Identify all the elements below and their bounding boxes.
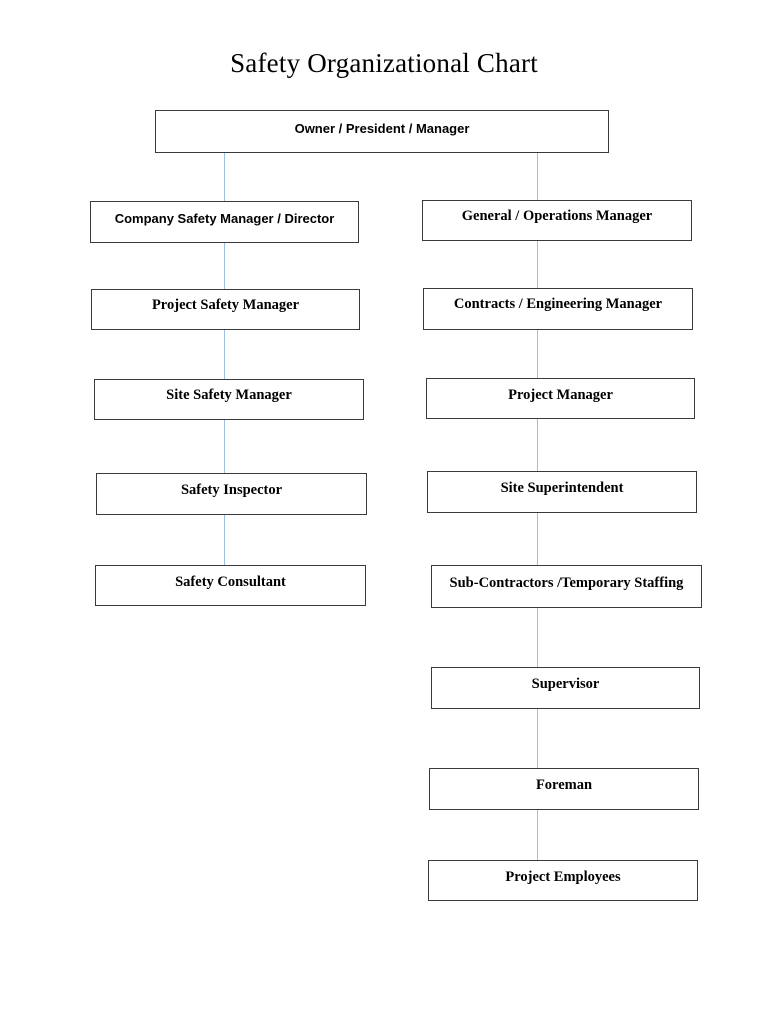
- node-foreman[interactable]: Foreman: [429, 768, 699, 810]
- node-label: Safety Consultant: [175, 574, 286, 590]
- node-contracts-engineering-manager[interactable]: Contracts / Engineering Manager: [423, 288, 693, 330]
- node-project-employees[interactable]: Project Employees: [428, 860, 698, 901]
- node-project-manager[interactable]: Project Manager: [426, 378, 695, 419]
- node-company-safety-manager-director[interactable]: Company Safety Manager / Director: [90, 201, 359, 243]
- node-supervisor[interactable]: Supervisor: [431, 667, 700, 709]
- node-label: Contracts / Engineering Manager: [453, 296, 663, 312]
- node-label: Owner / President / Manager: [294, 121, 470, 136]
- node-owner-president-manager[interactable]: Owner / President / Manager: [155, 110, 609, 153]
- node-label: Foreman: [535, 777, 593, 793]
- node-label: Project Manager: [508, 387, 613, 403]
- node-sub-contractors-temporary-staffing[interactable]: Sub-Contractors /Temporary Staffing: [431, 565, 702, 608]
- node-project-safety-manager[interactable]: Project Safety Manager: [91, 289, 360, 330]
- node-label: Site Superintendent: [500, 480, 624, 496]
- node-label: Sub-Contractors /Temporary Staffing: [449, 575, 684, 591]
- node-label: Supervisor: [531, 676, 600, 692]
- node-safety-inspector[interactable]: Safety Inspector: [96, 473, 367, 515]
- node-label: Project Employees: [505, 869, 621, 885]
- node-label: Safety Inspector: [180, 482, 283, 498]
- node-label: General / Operations Manager: [461, 208, 653, 224]
- node-safety-consultant[interactable]: Safety Consultant: [95, 565, 366, 606]
- page-title: Safety Organizational Chart: [230, 48, 538, 78]
- node-label: Site Safety Manager: [166, 387, 292, 403]
- node-label: Project Safety Manager: [151, 297, 300, 313]
- node-site-safety-manager[interactable]: Site Safety Manager: [94, 379, 364, 420]
- node-label: Company Safety Manager / Director: [114, 211, 335, 226]
- node-general-operations-manager[interactable]: General / Operations Manager: [422, 200, 692, 241]
- node-site-superintendent[interactable]: Site Superintendent: [427, 471, 697, 513]
